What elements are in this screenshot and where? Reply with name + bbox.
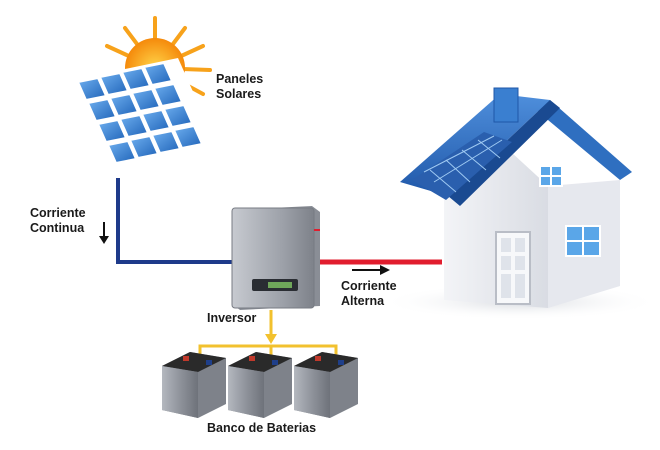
battery-icon <box>228 352 292 418</box>
dc-current-label: Corriente Continua <box>30 206 86 236</box>
inverter-icon <box>231 206 320 310</box>
battery-icon <box>294 352 358 418</box>
dc-arrow-icon <box>99 222 109 244</box>
battery-bank-label: Banco de Baterias <box>207 421 317 435</box>
battery-icon <box>162 352 226 418</box>
ac-current-label-line2: Alterna <box>341 294 385 308</box>
inverter-label: Inversor <box>207 311 257 325</box>
house-icon <box>380 87 660 320</box>
dc-current-label-line1: Corriente <box>30 206 86 220</box>
ac-current-label: Corriente Alterna <box>341 279 397 309</box>
solar-panels-label-line2: Solares <box>216 87 262 101</box>
solar-panel-icon <box>72 58 210 170</box>
ac-current-label-line1: Corriente <box>341 279 397 293</box>
dc-wire <box>116 178 232 264</box>
solar-panels-label-line1: Paneles <box>216 72 264 86</box>
dc-current-label-line2: Continua <box>30 221 85 235</box>
solar-panels-label: Paneles Solares <box>216 72 263 102</box>
ac-arrow-icon <box>352 265 390 275</box>
battery-arrow-icon <box>265 334 277 344</box>
